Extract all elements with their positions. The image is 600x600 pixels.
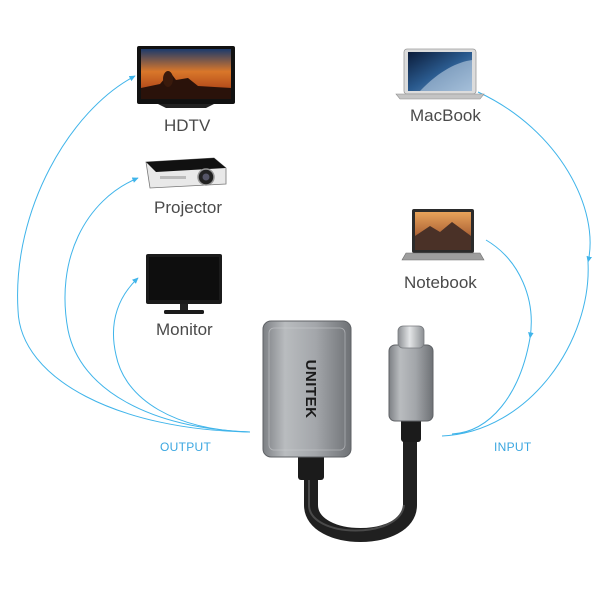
arrow-to-hdtv [17, 75, 251, 433]
label-hdtv: HDTV [164, 116, 211, 135]
arrow-from-macbook [477, 91, 592, 263]
usb-c-plug [388, 325, 434, 422]
output-arrows [17, 75, 251, 433]
arrow-into-adapter-2 [451, 337, 531, 435]
label-input: INPUT [494, 440, 532, 454]
monitor-device [146, 254, 222, 314]
label-projector: Projector [154, 198, 223, 217]
macbook-device [395, 48, 485, 100]
adapter-body: UNITEK [262, 320, 352, 458]
hdtv-device [137, 46, 235, 108]
notebook-device [401, 209, 485, 261]
brand-logo: UNITEK [302, 360, 319, 419]
label-macbook: MacBook [410, 106, 481, 125]
adapter-cable [298, 412, 421, 542]
label-monitor: Monitor [156, 320, 213, 339]
arrow-into-adapter [441, 261, 589, 437]
arrow-from-notebook [485, 239, 534, 339]
arrow-to-projector [64, 177, 251, 433]
label-output: OUTPUT [160, 440, 212, 454]
label-notebook: Notebook [404, 273, 477, 292]
input-arrows [441, 91, 592, 437]
projector-device [145, 157, 227, 189]
arrow-to-monitor [112, 277, 251, 433]
